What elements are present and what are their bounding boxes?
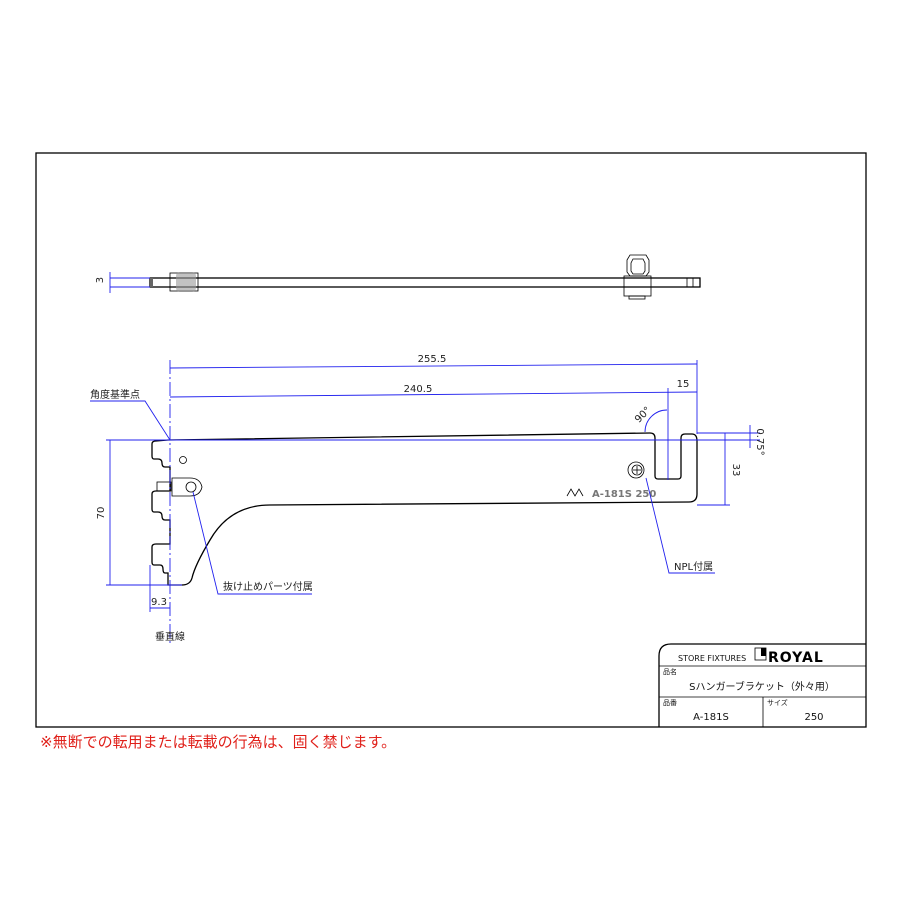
part-number-label: 品番	[663, 699, 677, 707]
label-vertical-line: 垂直線	[155, 630, 185, 643]
label-npl-included: NPL付属	[674, 560, 713, 573]
stamp-logo	[566, 488, 584, 497]
npl-screw	[627, 461, 645, 479]
size-value: 250	[804, 712, 823, 723]
top-view: 3	[95, 254, 701, 300]
bracket-outline	[151, 432, 698, 586]
copyright-notice: ※無断での転用または転載の行為は、固く禁じます。	[40, 733, 396, 751]
offset-dim: 9.3	[151, 597, 167, 608]
hex-nut-top	[626, 254, 650, 277]
reference-length-dim: 240.5	[404, 384, 433, 395]
drawing-frame	[35, 152, 867, 728]
product-name: Sハンガーブラケット（外々用）	[689, 680, 835, 693]
hole	[179, 456, 187, 464]
thickness-dim: 3	[95, 277, 106, 283]
retainer-part	[171, 477, 203, 497]
slope-angle-dim: 0.75°	[754, 428, 765, 455]
stamp-text: A-181S 250	[592, 489, 656, 500]
title-block: STORE FIXTURES ROYAL 品名 Sハンガーブラケット（外々用） …	[658, 643, 866, 727]
size-label: サイズ	[767, 698, 788, 707]
hook-height-dim: 33	[730, 464, 741, 477]
hook-angle-dim: 90°	[633, 405, 653, 425]
label-retainer-part: 抜け止めパーツ付属	[223, 580, 313, 593]
side-view: A-181S 250 255.5 240.5 15 90° 0.75° 33 7…	[90, 354, 765, 645]
part-number: A-181S	[693, 712, 729, 723]
company-tagline: STORE FIXTURES	[678, 654, 746, 663]
hook-width-dim: 15	[677, 379, 690, 390]
product-name-label: 品名	[663, 667, 677, 676]
height-dim: 70	[96, 507, 107, 520]
label-angle-reference-point: 角度基準点	[90, 388, 140, 401]
brand-logo: ROYAL	[768, 650, 824, 666]
overall-length-dim: 255.5	[418, 354, 447, 365]
